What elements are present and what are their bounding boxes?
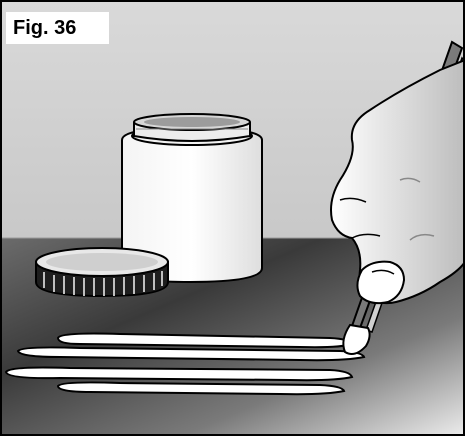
figure-label: Fig. 36 xyxy=(6,12,109,44)
jar-lid-icon xyxy=(36,248,168,296)
